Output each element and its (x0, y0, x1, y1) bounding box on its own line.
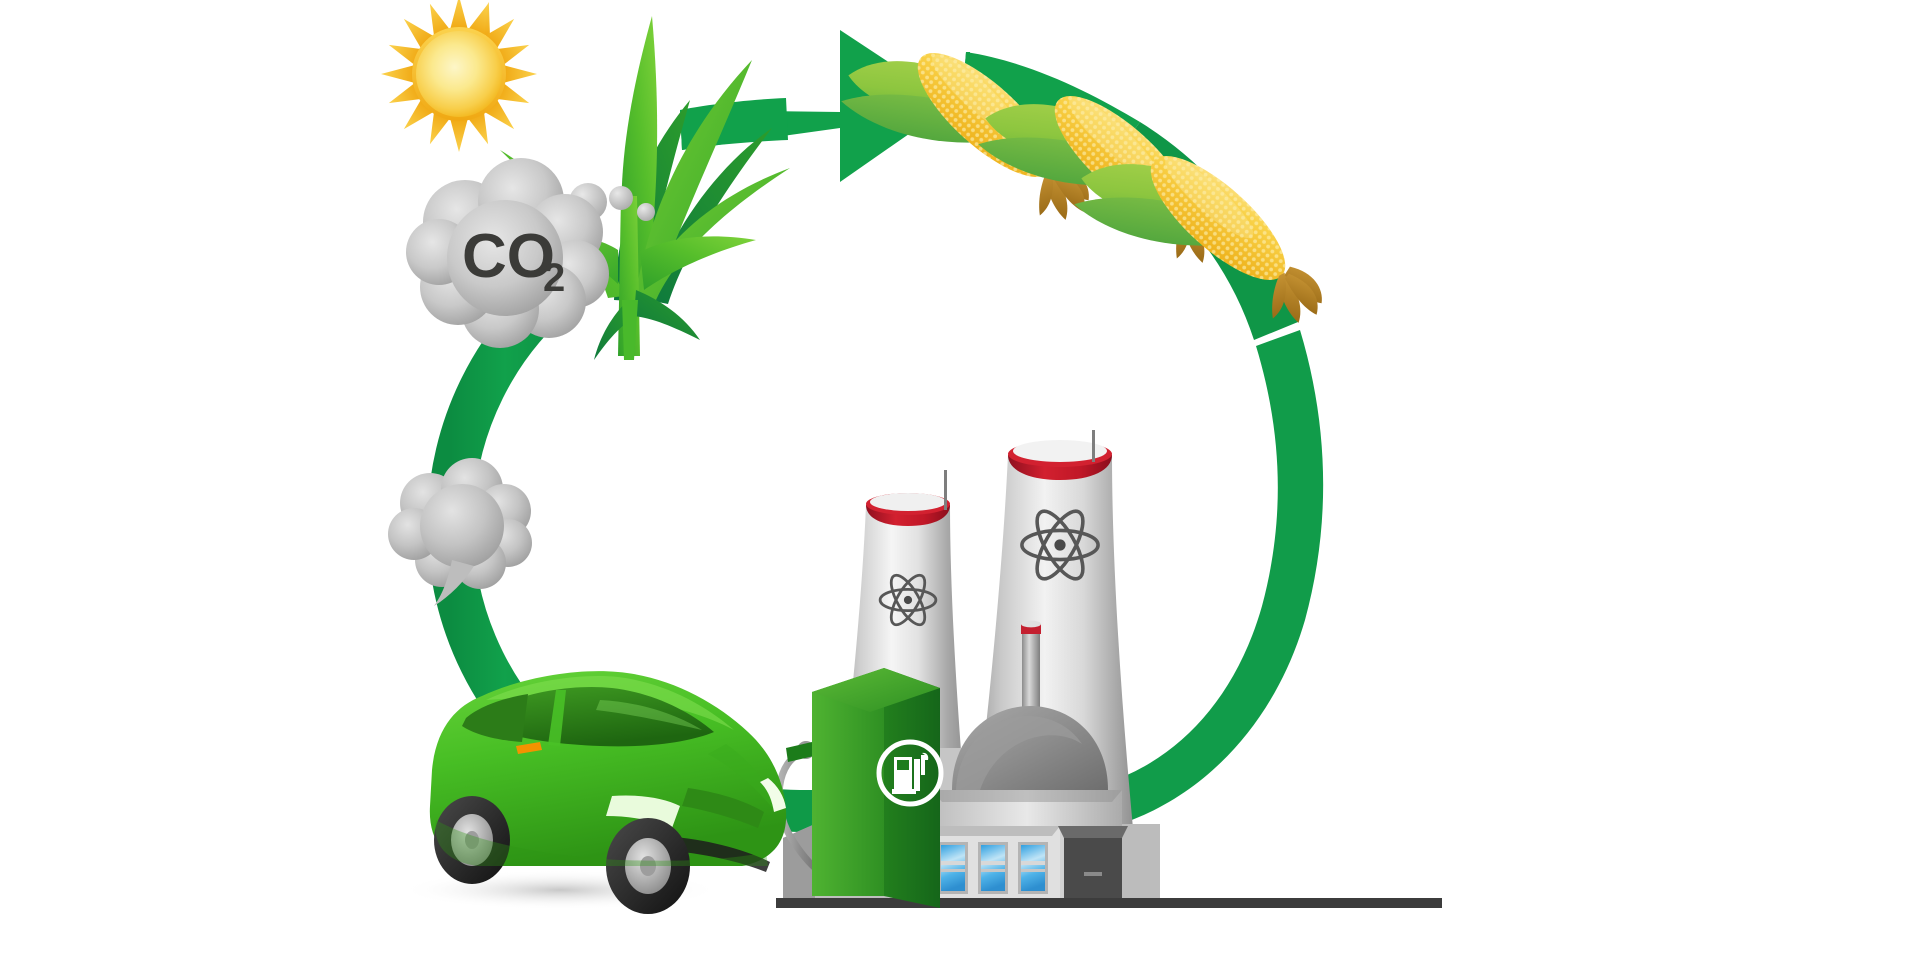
plant-windows (938, 842, 1048, 894)
car-wheel-front (606, 818, 690, 914)
fuel-nozzle-icon (876, 739, 944, 807)
car-wheel-rear (434, 796, 510, 884)
corn-cob-3 (1074, 156, 1322, 323)
exhaust-cloud (388, 458, 532, 606)
co2-subscript: 2 (543, 256, 565, 300)
co2-label: CO (462, 222, 555, 291)
atom-icon-left (878, 573, 938, 627)
green-car[interactable] (400, 671, 787, 914)
fuel-pump-station[interactable] (775, 668, 944, 908)
sun-icon (381, 0, 537, 152)
co2-cloud: CO 2 (406, 158, 609, 348)
atom-icon-right (1020, 509, 1100, 581)
